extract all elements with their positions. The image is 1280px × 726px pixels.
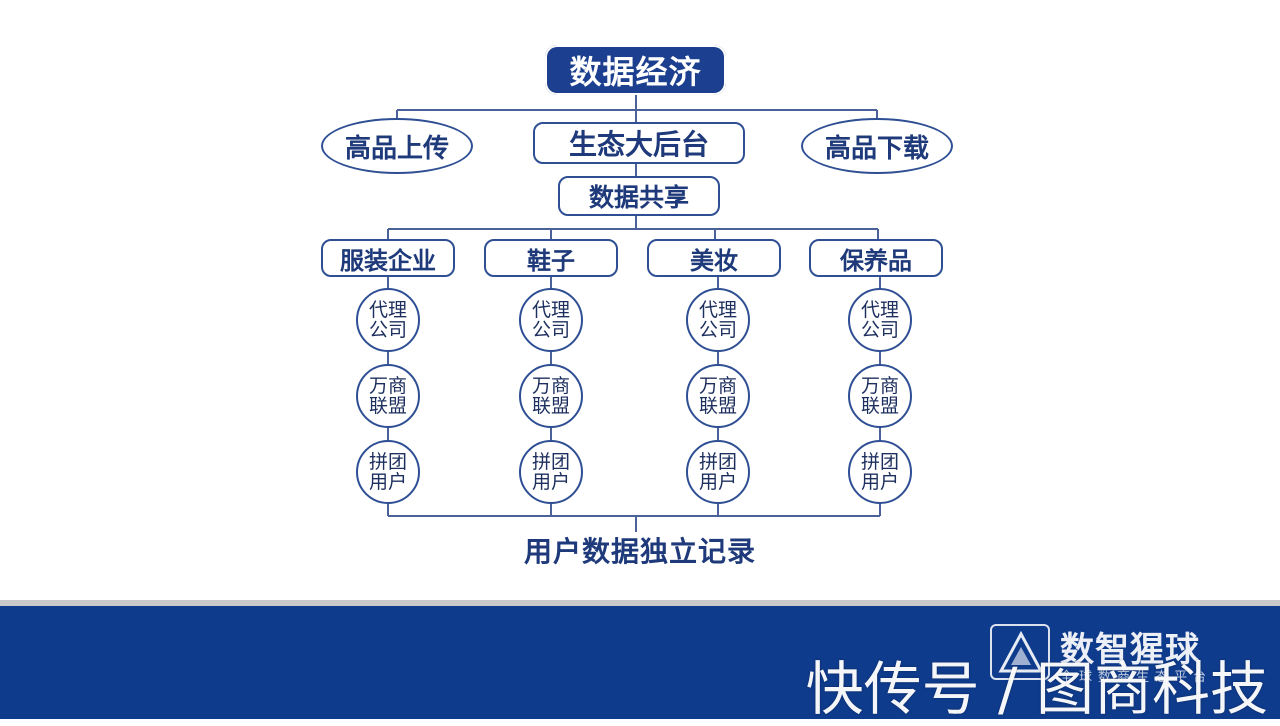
footer-label: 用户数据独立记录	[523, 535, 756, 568]
group-buyer-line1: 拼团	[368, 451, 407, 473]
agency-node: 代理 公司	[356, 288, 420, 352]
category-shoes: 鞋子	[484, 239, 618, 277]
agency-line1: 代理	[860, 299, 899, 321]
agency-node: 代理 公司	[519, 288, 583, 352]
alliance-node: 万商 联盟	[848, 364, 912, 428]
alliance-node: 万商 联盟	[356, 364, 420, 428]
category-cosmetics: 美妆	[647, 239, 781, 277]
root-node: 数据经济	[545, 45, 726, 95]
group-buyer-line2: 用户	[860, 471, 899, 493]
group-buyer-node: 拼团 用户	[848, 440, 912, 504]
triangle-logo-icon	[990, 624, 1050, 680]
group-buyer-line1: 拼团	[860, 451, 899, 473]
group-buyer-node: 拼团 用户	[686, 440, 750, 504]
category-skincare: 保养品	[809, 239, 943, 277]
group-buyer-line2: 用户	[368, 471, 407, 493]
alliance-line1: 万商	[698, 375, 737, 397]
group-buyer-node: 拼团 用户	[356, 440, 420, 504]
share-node: 数据共享	[558, 176, 720, 216]
brand-band	[0, 600, 1280, 719]
alliance-line1: 万商	[531, 375, 570, 397]
group-buyer-node: 拼团 用户	[519, 440, 583, 504]
agency-line1: 代理	[368, 299, 407, 321]
alliance-line2: 联盟	[531, 395, 570, 417]
agency-line1: 代理	[531, 299, 570, 321]
hub-node: 生态大后台	[533, 122, 745, 164]
download-node: 高品下载	[801, 118, 953, 174]
alliance-node: 万商 联盟	[686, 364, 750, 428]
group-buyer-line2: 用户	[698, 471, 737, 493]
brand-block: 数智猩球 全球数商生态平台	[990, 622, 1250, 685]
agency-node: 代理 公司	[848, 288, 912, 352]
group-buyer-line2: 用户	[531, 471, 570, 493]
agency-line2: 公司	[531, 319, 570, 341]
agency-node: 代理 公司	[686, 288, 750, 352]
category-apparel: 服装企业	[321, 239, 455, 277]
alliance-line1: 万商	[368, 375, 407, 397]
brand-slogan: 全球数商生态平台	[1060, 670, 1213, 685]
agency-line2: 公司	[698, 319, 737, 341]
agency-line2: 公司	[368, 319, 407, 341]
group-buyer-line1: 拼团	[531, 451, 570, 473]
brand-name: 数智猩球	[1060, 630, 1200, 670]
alliance-node: 万商 联盟	[519, 364, 583, 428]
group-buyer-line1: 拼团	[698, 451, 737, 473]
agency-line2: 公司	[860, 319, 899, 341]
alliance-line2: 联盟	[860, 395, 899, 417]
agency-line1: 代理	[698, 299, 737, 321]
upload-node: 高品上传	[321, 118, 473, 174]
alliance-line2: 联盟	[368, 395, 407, 417]
watermark: 快传号 / 图商科技	[805, 655, 1268, 723]
alliance-line1: 万商	[860, 375, 899, 397]
alliance-line2: 联盟	[698, 395, 737, 417]
